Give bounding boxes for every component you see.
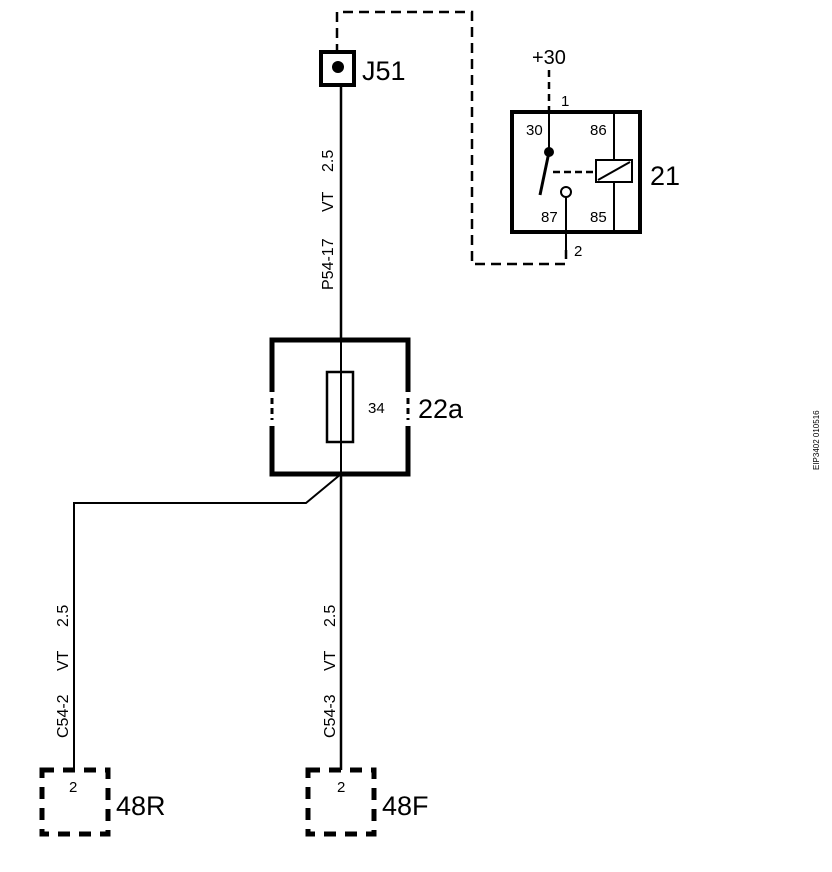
- connector-48f: 2 48F: [305, 767, 429, 837]
- connector-48r: 2 48R: [39, 767, 166, 837]
- 48f-pin: 2: [337, 779, 345, 796]
- p54-id: P54-17: [320, 238, 337, 290]
- fuse-box-label: 22a: [418, 394, 464, 424]
- relay-supply: +30: [532, 47, 566, 69]
- c54-3-color: VT: [322, 650, 339, 671]
- p54-color: VT: [320, 191, 337, 212]
- relay-terminal-87: 87: [541, 209, 558, 226]
- fuse-number: 34: [368, 400, 385, 417]
- p54-size: 2.5: [320, 150, 337, 172]
- dashed-relay-link: [335, 10, 568, 266]
- relay-pin-1: 1: [561, 93, 569, 110]
- reference-code: EIP3402 010516: [812, 410, 821, 470]
- relay-terminal-86: 86: [590, 122, 607, 139]
- c54-3-size: 2.5: [322, 605, 339, 627]
- wire-branch-48r: [73, 473, 342, 770]
- relay-terminal-30: 30: [526, 122, 543, 139]
- c54-2-size: 2.5: [55, 605, 72, 627]
- fuse-box-22a: 34 22a: [267, 337, 464, 477]
- wire-label-c54-3: C54-3 VT 2.5: [322, 605, 339, 738]
- relay-label: 21: [650, 161, 680, 191]
- 48r-label: 48R: [116, 791, 166, 821]
- terminal-j51: J51: [319, 50, 406, 87]
- c54-2-id: C54-2: [55, 694, 72, 738]
- 48f-label: 48F: [382, 791, 429, 821]
- wire-label-p54: P54-17 VT 2.5: [320, 150, 337, 290]
- c54-2-color: VT: [55, 650, 72, 671]
- relay-pin-2: 2: [574, 243, 582, 260]
- c54-3-id: C54-3: [322, 694, 339, 738]
- j51-label: J51: [362, 56, 406, 86]
- relay-21: +30 1 30 86 87 85 2 21: [510, 47, 680, 260]
- wire-label-c54-2: C54-2 VT 2.5: [55, 605, 72, 738]
- relay-terminal-85: 85: [590, 209, 607, 226]
- 48r-pin: 2: [69, 779, 77, 796]
